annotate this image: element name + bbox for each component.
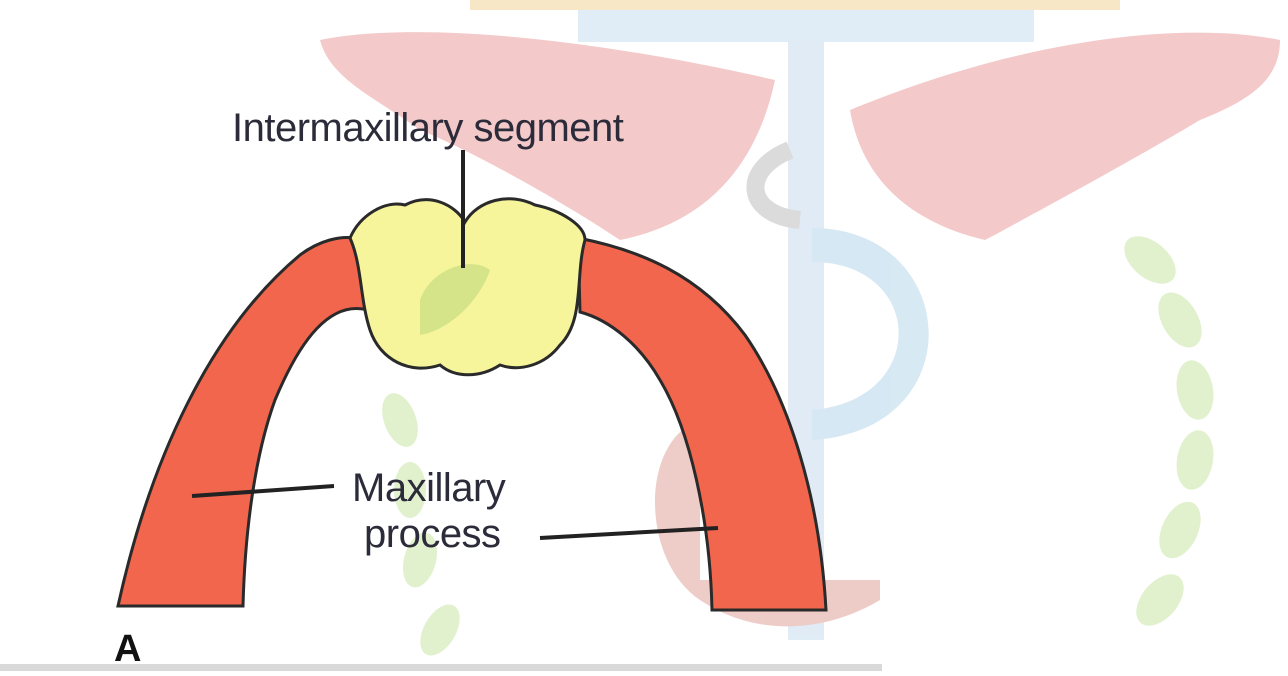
caduceus-loop-icon <box>812 228 929 440</box>
bottom-divider <box>0 664 882 671</box>
maxillary-label-line2: process <box>364 512 501 557</box>
intermaxillary-label: Intermaxillary segment <box>232 106 623 151</box>
watermark-top-gradient <box>470 0 1120 10</box>
wing-icon <box>850 33 1280 240</box>
maxillary-process-shape <box>118 238 368 606</box>
maxillary-label-line1: Maxillary <box>352 466 505 511</box>
laurel-icon <box>1115 227 1217 635</box>
